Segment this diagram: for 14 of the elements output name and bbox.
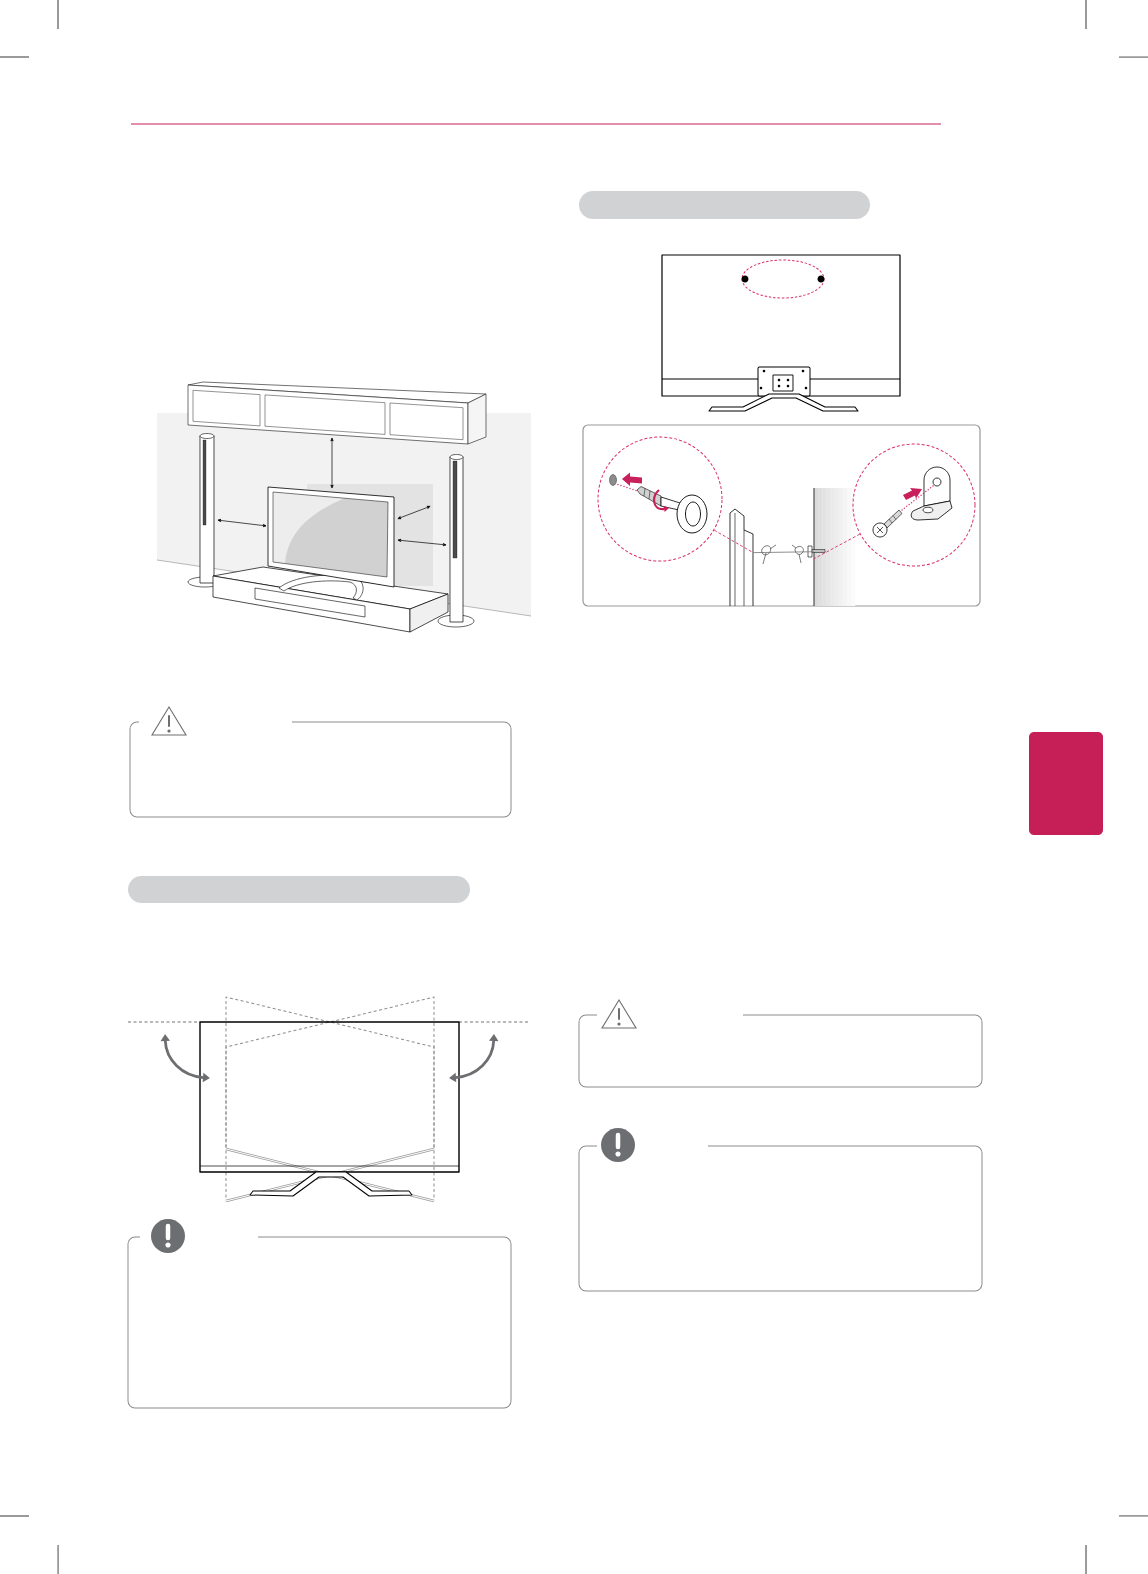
tv-side-view [729,508,754,607]
leader-line [813,533,861,560]
tie-cord [752,551,815,554]
note-box [127,1236,512,1409]
heading-bar [128,876,470,903]
note-box [578,1145,983,1292]
heading-bar [579,191,870,219]
detail-circle [852,443,976,567]
warning-box [578,1014,983,1088]
wall [813,487,856,607]
warning-box [129,721,512,818]
illustration-panel [582,424,981,607]
section-tab [1029,732,1103,835]
detail-circle [597,436,723,562]
